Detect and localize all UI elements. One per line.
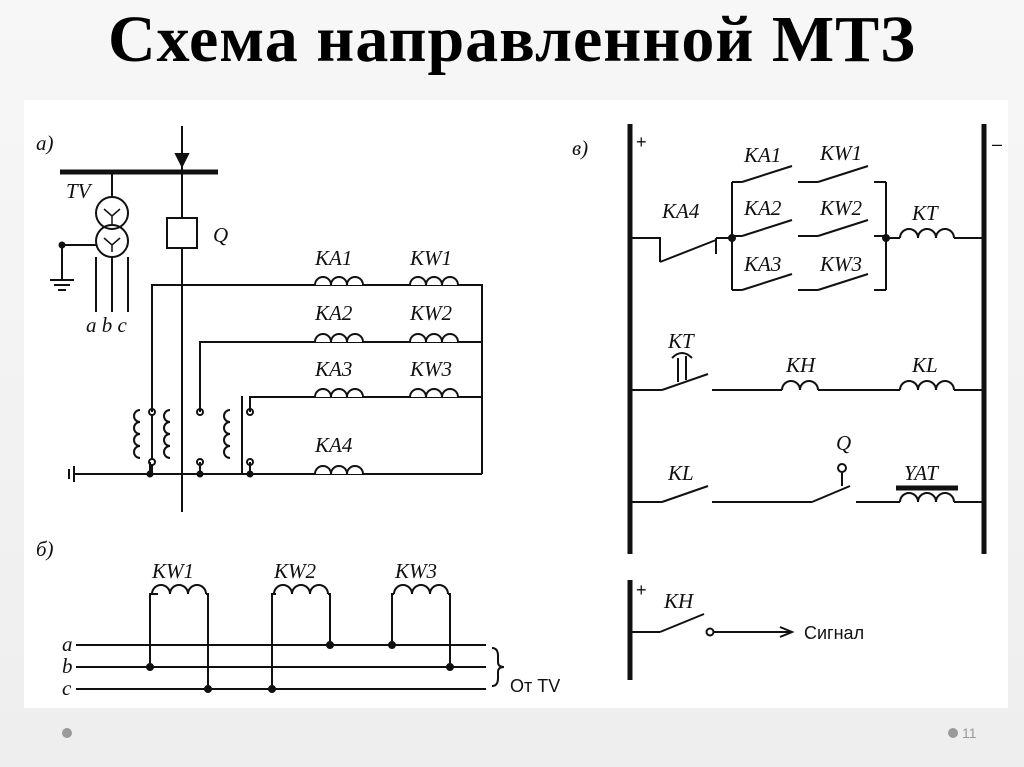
- label-ka1: KA1: [314, 246, 352, 270]
- kw-coils-panel-b: [146, 584, 454, 693]
- label-ka1-v: KA1: [743, 143, 781, 167]
- label-ot-tv: От TV: [510, 676, 560, 696]
- label-q: Q: [213, 223, 228, 247]
- tv-star-2-icon: [103, 237, 121, 252]
- label-kw1-b: KW1: [151, 559, 194, 583]
- feed-arrow-icon: [174, 153, 190, 169]
- label-ka4-v: KA4: [661, 199, 700, 223]
- label-kw2: KW2: [409, 301, 453, 325]
- label-abc: a b c: [86, 313, 128, 337]
- label-kw1-v: KW1: [819, 141, 862, 165]
- label-ka2-v: KA2: [743, 196, 782, 220]
- label-ka3-v: KA3: [743, 252, 781, 276]
- label-kl-row2: KL: [911, 353, 938, 377]
- tv-star-1-icon: [103, 208, 121, 224]
- row-2-contacts: [630, 352, 984, 391]
- relay-coils-panel-a: [314, 276, 459, 475]
- slide-title: Схема направленной МТЗ: [107, 3, 917, 76]
- next-slide-dot[interactable]: [948, 728, 958, 738]
- label-tv: TV: [66, 179, 93, 203]
- label-ka2: KA2: [314, 301, 353, 325]
- label-phase-b: b: [62, 654, 73, 678]
- label-panel-v: в): [572, 136, 588, 160]
- label-yat: YAT: [904, 461, 939, 485]
- label-kw3-b: KW3: [394, 559, 437, 583]
- breaker-q: [166, 217, 198, 249]
- prev-slide-dot[interactable]: [62, 728, 72, 738]
- diagram-panel: [24, 100, 1008, 708]
- label-kl-row3: KL: [667, 461, 694, 485]
- label-minus: –: [992, 134, 1002, 154]
- label-kw3: KW3: [409, 357, 452, 381]
- label-kh-signal: KH: [663, 589, 695, 613]
- label-ka4: KA4: [314, 433, 353, 457]
- label-ka3: KA3: [314, 357, 352, 381]
- label-q-row3: Q: [836, 431, 851, 455]
- row-1-contacts: [630, 165, 984, 291]
- label-kt-row2: KT: [667, 329, 695, 353]
- label-signal: Сигнал: [804, 623, 864, 643]
- brace-icon: [491, 647, 505, 687]
- page-number: 11: [962, 725, 977, 741]
- label-panel-a: а): [36, 131, 54, 155]
- label-kw3-v: KW3: [819, 252, 862, 276]
- label-kw1: KW1: [409, 246, 452, 270]
- label-kh-row2: KH: [785, 353, 817, 377]
- label-phase-c: c: [62, 676, 72, 700]
- label-panel-b: б): [36, 537, 54, 561]
- label-phase-a: a: [62, 632, 73, 656]
- label-plus-signal: +: [636, 580, 647, 600]
- tv-winding-1: [95, 196, 129, 230]
- row-3-contacts: [630, 463, 984, 503]
- label-kt-v: KT: [911, 201, 939, 225]
- label-plus: +: [636, 132, 647, 152]
- signal-circuit: [630, 613, 795, 638]
- label-kw2-b: KW2: [273, 559, 317, 583]
- label-kw2-v: KW2: [819, 196, 863, 220]
